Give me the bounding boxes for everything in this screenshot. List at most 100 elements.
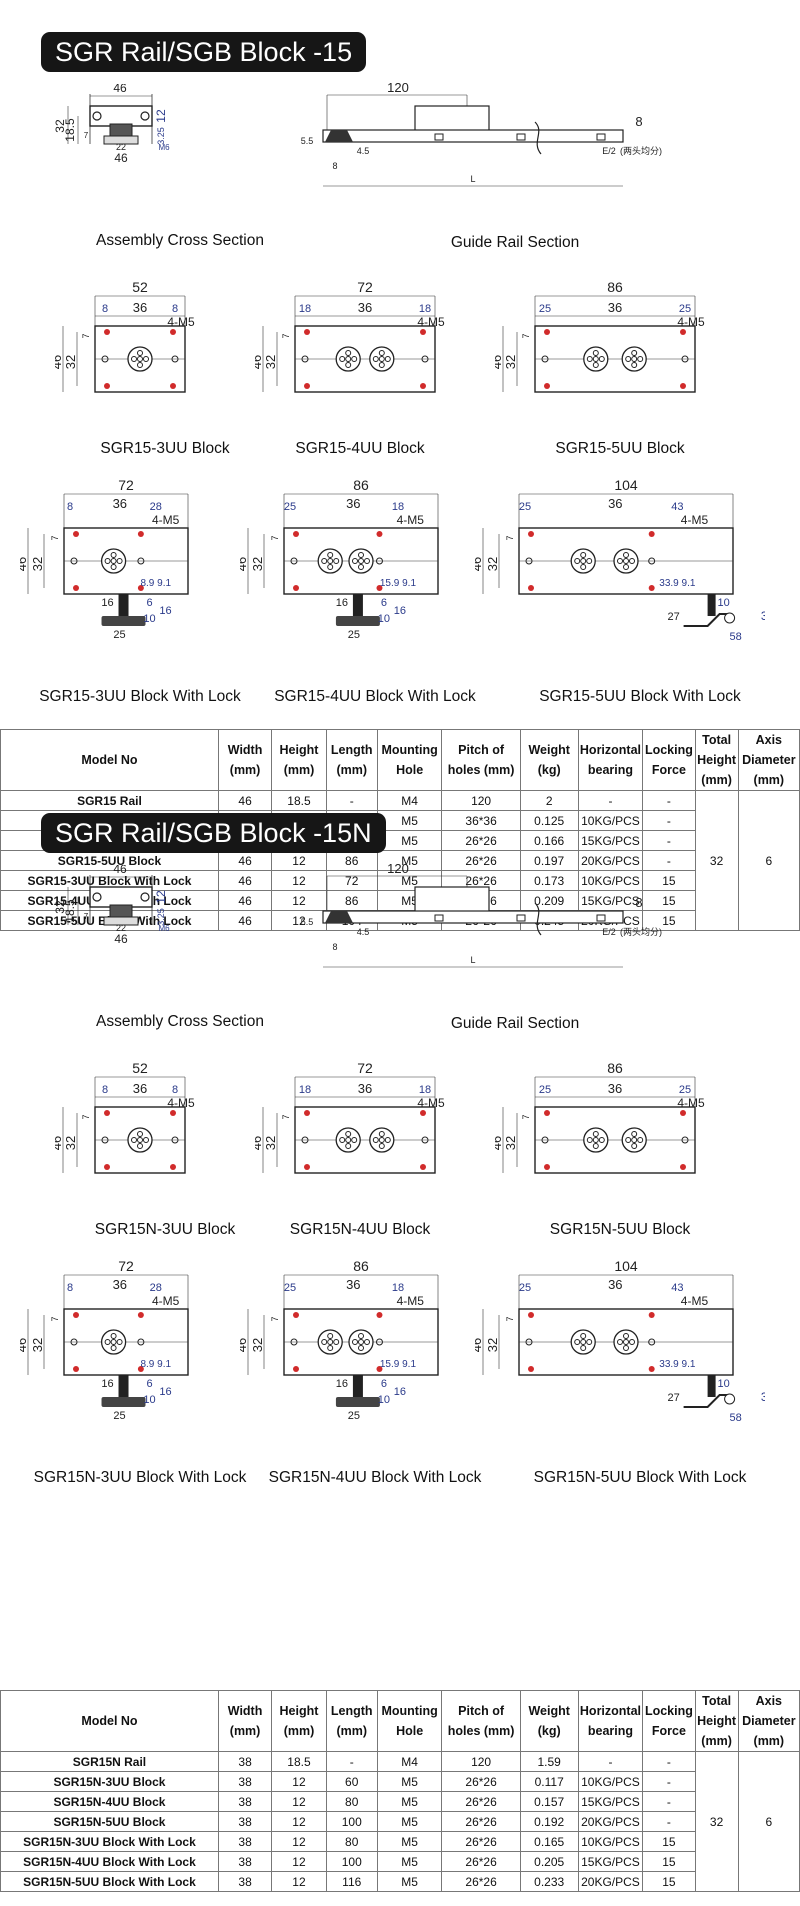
block-side2-dim: 18 xyxy=(419,303,431,315)
block-length-dim: 52 xyxy=(132,1061,148,1076)
table-cell: M5 xyxy=(376,1831,443,1852)
lock-side2-dim: 18 xyxy=(392,1282,404,1294)
lock-k5-dim: 25 xyxy=(348,1410,360,1422)
table-cell: 120 xyxy=(441,790,521,811)
lock-holes-label: 4-M5 xyxy=(681,513,709,527)
table-header-cell: Height (mm) xyxy=(271,1690,327,1752)
block-edge-dim: 7 xyxy=(521,1114,531,1119)
block-side-dim: 25 xyxy=(539,303,551,315)
lock-k3-dim: 36 xyxy=(761,1390,765,1404)
block-side2-dim: 8 xyxy=(172,1084,178,1096)
lock-side-dim: 8 xyxy=(67,501,73,513)
block-width-dim: 46 xyxy=(55,1136,64,1150)
table-header-cell: Locking Force xyxy=(642,1690,696,1752)
rail-mid-dim: 4.5 xyxy=(357,927,370,937)
rail-left-dim: 5.5 xyxy=(301,917,314,927)
lock-length-dim: 104 xyxy=(614,478,638,493)
table-cell: 18.5 xyxy=(271,1751,327,1772)
rail-half-dim: E/2 xyxy=(602,146,616,156)
lock-side-dim: 8 xyxy=(67,1282,73,1294)
table-header-cell: Axis Diameter (mm) xyxy=(737,729,800,791)
lock-pitch-dim: 36 xyxy=(608,496,622,511)
lock-k4-dim: 16 xyxy=(394,605,406,617)
axis-diameter-cell: 6 xyxy=(737,790,800,931)
table-cell: - xyxy=(577,1751,644,1772)
block-side-dim: 18 xyxy=(299,1084,311,1096)
table-cell: 38 xyxy=(217,1851,273,1872)
cross-height-dim: 32 xyxy=(53,119,67,133)
lock-side2-dim: 43 xyxy=(671,1282,683,1294)
block-edge-dim: 7 xyxy=(281,1114,291,1119)
table-cell: 86 xyxy=(325,850,378,871)
table-cell: 12 xyxy=(271,1831,327,1852)
table-cell: 10KG/PCS xyxy=(577,1831,644,1852)
block-width-dim: 46 xyxy=(495,355,504,369)
model-cell: SGR15N-4UU Block xyxy=(0,1791,219,1812)
lock-edge-dim: 7 xyxy=(505,1316,515,1321)
lock-k4-dim: 16 xyxy=(394,1386,406,1398)
rail-note: (两头均分) xyxy=(620,145,662,156)
axis-diameter-cell: 6 xyxy=(737,1751,800,1892)
lock-pitch-dim: 36 xyxy=(608,1277,622,1292)
lock-width-dim: 46 xyxy=(475,557,484,571)
table-header-cell: Mounting Hole xyxy=(376,729,443,791)
table-cell: 15 xyxy=(642,910,696,931)
table-cell: M4 xyxy=(376,1751,443,1772)
cross-right-dim: 3.25 xyxy=(156,127,166,145)
lock-edge-dim: 7 xyxy=(270,1316,280,1321)
lock-length-dim: 104 xyxy=(614,1259,638,1274)
table-cell: M5 xyxy=(376,1771,443,1792)
lock-holes-label: 4-M5 xyxy=(681,1294,709,1308)
table-cell: - xyxy=(642,790,696,811)
section-title-banner: SGR Rail/SGB Block -15N xyxy=(41,813,386,853)
block-width-dim: 46 xyxy=(495,1136,504,1150)
lock-offset-dim: 33.9 9.1 xyxy=(659,578,696,589)
table-cell: 15 xyxy=(642,1851,696,1872)
block-length-dim: 72 xyxy=(357,1061,373,1076)
rail-length-dim: L xyxy=(470,955,475,965)
block-caption: SGR15N-3UU Block xyxy=(94,1221,236,1238)
lock-k4-dim: 16 xyxy=(159,1386,171,1398)
lock-side2-dim: 43 xyxy=(671,501,683,513)
cross-rail-height-dim: 18.5 xyxy=(63,118,77,142)
table-cell: 15 xyxy=(642,890,696,911)
model-cell: SGR15N-3UU Block With Lock xyxy=(0,1831,219,1852)
table-cell: 80 xyxy=(325,1791,378,1812)
table-cell: 60 xyxy=(325,1771,378,1792)
assembly-cross-caption: Assembly Cross Section xyxy=(96,232,264,249)
cross-height-dim: 32 xyxy=(53,900,67,914)
table-cell: 0.205 xyxy=(519,1851,579,1872)
lock-length-dim: 72 xyxy=(118,478,134,493)
lock-k3-dim: 10 xyxy=(378,1394,390,1406)
table-cell: 38 xyxy=(217,1811,273,1832)
table-cell: 20KG/PCS xyxy=(577,1811,644,1832)
lock-k3-dim: 10 xyxy=(143,1394,155,1406)
guide-rail-caption: Guide Rail Section xyxy=(450,1015,580,1032)
table-header-cell: Axis Diameter (mm) xyxy=(737,1690,800,1752)
lock-k2-dim: 6 xyxy=(146,597,152,609)
rail-height-dim: 8 xyxy=(635,114,642,129)
block-side2-dim: 18 xyxy=(419,1084,431,1096)
lock-k4-dim: 58 xyxy=(729,631,741,643)
lock-k2-dim: 6 xyxy=(381,1378,387,1390)
cross-width-dim: 46 xyxy=(113,865,127,876)
rail-note: (两头均分) xyxy=(620,926,662,937)
cross-rail-height-dim: 18.5 xyxy=(63,899,77,923)
lock-width-dim: 46 xyxy=(475,1338,484,1352)
rail-bottom-dim: 8 xyxy=(332,942,337,952)
table-cell: 38 xyxy=(217,1751,273,1772)
cross-bottom-dim: 22 xyxy=(116,142,126,152)
